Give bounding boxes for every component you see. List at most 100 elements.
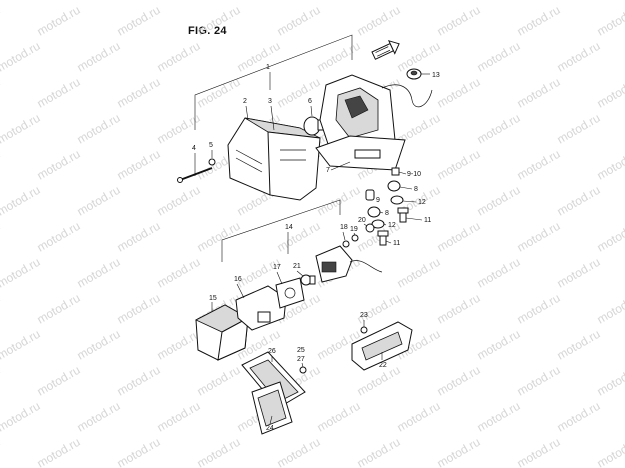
watermark-text: motod.ru bbox=[35, 75, 83, 111]
watermark-text: motod.ru bbox=[435, 147, 483, 183]
watermark-text: motod.ru bbox=[555, 255, 603, 291]
watermark-text: motod.ru bbox=[75, 255, 123, 291]
lamp-gasket bbox=[275, 277, 305, 309]
figure-title: FIG. 24 bbox=[188, 25, 227, 37]
watermark-text: motod.ru bbox=[475, 111, 523, 147]
watermark-text: motod.ru bbox=[35, 3, 83, 39]
watermark-text: motod.ru bbox=[515, 291, 563, 327]
callout-8a: 8 bbox=[414, 186, 418, 193]
bolt-11b bbox=[377, 230, 389, 246]
callout-5: 5 bbox=[209, 142, 213, 149]
washer-12a bbox=[390, 195, 404, 205]
watermark-text: motod.ru bbox=[595, 435, 625, 468]
watermark-text: motod.ru bbox=[195, 363, 243, 399]
watermark-text: motod.ru bbox=[555, 327, 603, 363]
callout-23: 23 bbox=[360, 312, 368, 319]
front-direction-arrow-icon bbox=[371, 40, 400, 60]
watermark-text: motod.ru bbox=[235, 39, 283, 75]
watermark-text: motod.ru bbox=[35, 435, 83, 468]
callout-6: 6 bbox=[308, 98, 312, 105]
watermark-text: motod.ru bbox=[395, 255, 443, 291]
bolt-11a bbox=[397, 207, 409, 223]
watermark-text: motod.ru bbox=[0, 3, 3, 39]
watermark-text: motod.ru bbox=[315, 39, 363, 75]
nut-20 bbox=[365, 223, 375, 233]
watermark-text: motod.ru bbox=[475, 0, 523, 3]
callout-15: 15 bbox=[209, 295, 217, 302]
callout-25: 25 bbox=[297, 347, 305, 354]
watermark-text: motod.ru bbox=[115, 291, 163, 327]
fastener-nut-9-10 bbox=[391, 167, 400, 176]
watermark-text: motod.ru bbox=[555, 399, 603, 435]
watermark-text: motod.ru bbox=[395, 39, 443, 75]
watermark-text: motod.ru bbox=[155, 399, 203, 435]
watermark-text: motod.ru bbox=[115, 3, 163, 39]
watermark-text: motod.ru bbox=[35, 363, 83, 399]
watermark-text: motod.ru bbox=[595, 147, 625, 183]
watermark-text: motod.ru bbox=[0, 219, 3, 255]
callout-7: 7 bbox=[326, 167, 330, 174]
watermark-text: motod.ru bbox=[555, 111, 603, 147]
callout-22: 22 bbox=[379, 362, 387, 369]
watermark-text: motod.ru bbox=[195, 219, 243, 255]
callout-1: 1 bbox=[266, 64, 270, 71]
watermark-text: motod.ru bbox=[595, 219, 625, 255]
callout-17: 17 bbox=[273, 264, 281, 271]
callout-labels: 1 2 3 4 5 6 7 9-10 8 9 12 8 11 12 bbox=[192, 64, 440, 432]
callout-9: 9 bbox=[376, 197, 380, 204]
watermark-text: motod.ru bbox=[115, 147, 163, 183]
lamp-housing bbox=[315, 74, 433, 171]
screw-18 bbox=[342, 240, 350, 248]
watermark-text: motod.ru bbox=[315, 399, 363, 435]
group-1-bracket bbox=[194, 34, 353, 130]
collar-8a bbox=[387, 180, 401, 192]
license-bulb bbox=[300, 274, 316, 286]
callout-9-10: 9-10 bbox=[407, 171, 421, 178]
watermark-text: motod.ru bbox=[75, 399, 123, 435]
watermark-text: motod.ru bbox=[0, 75, 3, 111]
watermark-text: motod.ru bbox=[475, 255, 523, 291]
watermark-text: motod.ru bbox=[595, 291, 625, 327]
watermark-text: motod.ru bbox=[35, 147, 83, 183]
watermark-text: motod.ru bbox=[475, 39, 523, 75]
spacer-9 bbox=[365, 189, 375, 201]
watermark-text: motod.ru bbox=[0, 255, 43, 291]
watermark-text: motod.ru bbox=[75, 183, 123, 219]
watermark-text: motod.ru bbox=[0, 39, 43, 75]
watermark-text: motod.ru bbox=[475, 183, 523, 219]
watermark-text: motod.ru bbox=[155, 183, 203, 219]
watermark-text: motod.ru bbox=[275, 75, 323, 111]
watermark-text: motod.ru bbox=[475, 327, 523, 363]
watermark-text: motod.ru bbox=[0, 0, 43, 3]
nut-25-27 bbox=[299, 366, 307, 374]
watermark-text: motod.ru bbox=[555, 0, 603, 3]
watermark-text: motod.ru bbox=[355, 3, 403, 39]
watermark-text: motod.ru bbox=[75, 111, 123, 147]
watermark-text: motod.ru bbox=[0, 363, 3, 399]
license-lamp-bracket bbox=[235, 285, 287, 331]
callout-24: 24 bbox=[266, 425, 274, 432]
watermark-text: motod.ru bbox=[0, 435, 3, 468]
callout-27: 27 bbox=[297, 356, 305, 363]
watermark-text: motod.ru bbox=[0, 291, 3, 327]
watermark-text: motod.ru bbox=[75, 327, 123, 363]
watermark-text: motod.ru bbox=[235, 0, 283, 3]
watermark-text: motod.ru bbox=[515, 75, 563, 111]
watermark-text: motod.ru bbox=[0, 327, 43, 363]
watermark-text: motod.ru bbox=[355, 291, 403, 327]
watermark-text: motod.ru bbox=[435, 291, 483, 327]
watermark-text: motod.ru bbox=[355, 435, 403, 468]
callout-18: 18 bbox=[340, 224, 348, 231]
watermark-text: motod.ru bbox=[115, 75, 163, 111]
watermark-text: motod.ru bbox=[395, 0, 443, 3]
watermark-text: motod.ru bbox=[435, 219, 483, 255]
screw-19 bbox=[351, 234, 359, 242]
callout-4: 4 bbox=[192, 145, 196, 152]
watermark-text: motod.ru bbox=[275, 3, 323, 39]
side-reflector bbox=[351, 321, 413, 371]
rear-reflector-lower bbox=[251, 381, 293, 435]
callout-19: 19 bbox=[350, 226, 358, 233]
